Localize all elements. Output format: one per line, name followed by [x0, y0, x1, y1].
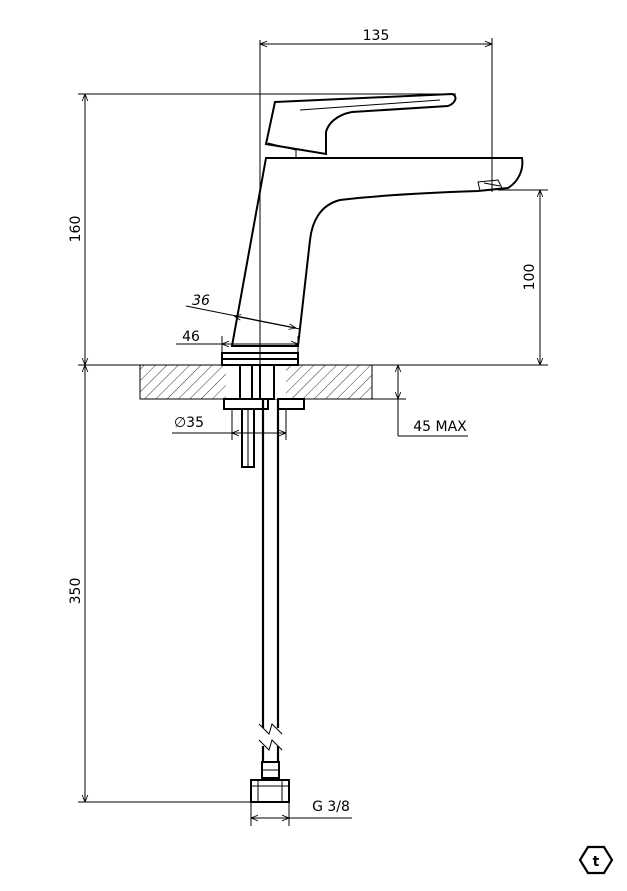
dim-100-label: 100 — [522, 264, 538, 291]
brand-logo-icon: t — [578, 845, 614, 875]
flexible-hose — [250, 399, 290, 803]
dim-36 — [185, 305, 301, 329]
dim-100 — [498, 189, 548, 365]
fixing-assembly — [223, 364, 305, 468]
dim-46-label: 46 — [182, 329, 200, 345]
dim-160 — [78, 93, 456, 365]
dim-135-label: 135 — [363, 28, 390, 44]
dim-g38 — [250, 802, 352, 826]
dim-36-label: 36 — [192, 293, 210, 309]
dim-350-label: 350 — [68, 578, 84, 605]
dim-diameter-35-label: ∅35 — [174, 415, 204, 431]
dim-135 — [260, 38, 493, 192]
dim-diameter-35 — [172, 409, 287, 440]
faucet-body — [230, 92, 524, 347]
countertop — [139, 364, 373, 400]
dim-350 — [78, 365, 251, 803]
dim-46 — [176, 336, 299, 353]
dim-45-max — [372, 365, 468, 437]
dim-160-label: 160 — [68, 216, 84, 243]
dim-45-max-label: 45 MAX — [413, 419, 467, 435]
dim-g38-label: G 3/8 — [312, 799, 350, 815]
brand-logo-letter: t — [593, 854, 600, 870]
